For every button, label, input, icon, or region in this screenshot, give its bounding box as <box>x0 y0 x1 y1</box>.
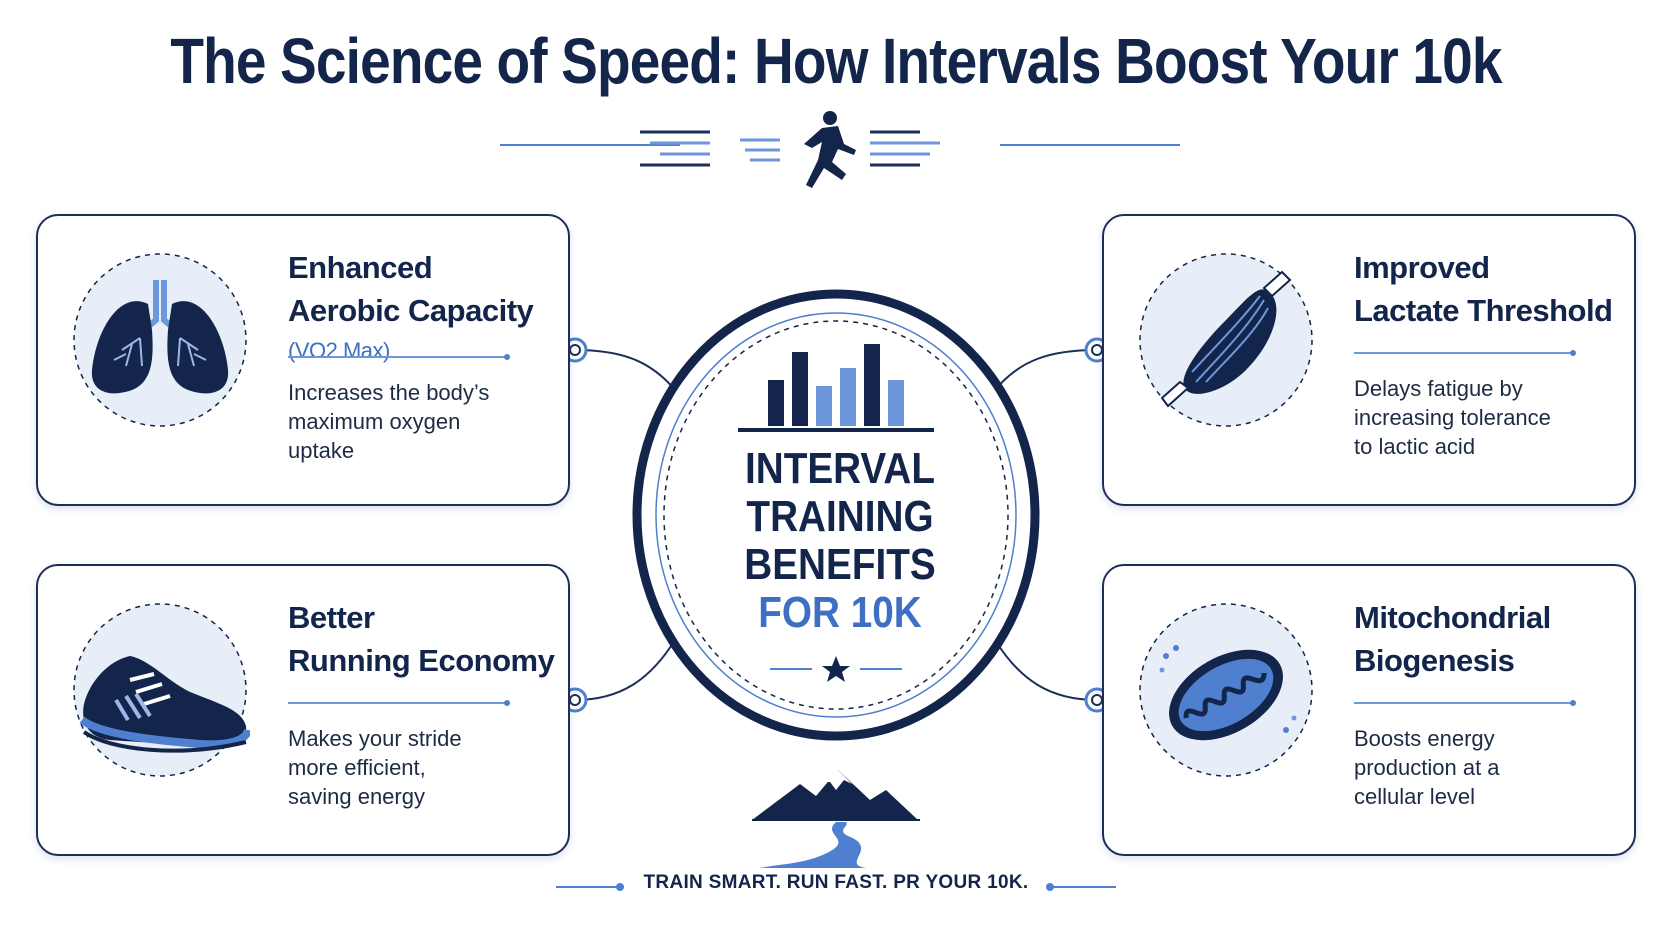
center-label-line: TRAINING <box>746 492 934 541</box>
center-label: INTERVAL TRAINING BENEFITS FOR 10K <box>708 445 972 637</box>
star-icon <box>822 656 850 682</box>
bar-chart-icon <box>738 344 934 432</box>
card-subtitle: (VO2 Max) <box>288 338 390 363</box>
footer-line-left <box>556 886 620 888</box>
muscle-icon <box>1136 250 1316 430</box>
card-description: Increases the body’s maximum oxygen upta… <box>288 378 548 465</box>
card-running-economy: Better Running Economy Makes your stride… <box>36 564 570 856</box>
footer-tagline: TRAIN SMART. RUN FAST. PR YOUR 10K. <box>643 872 1029 893</box>
card-desc-line: more efficient, <box>288 755 426 780</box>
card-description: Delays fatigue by increasing tolerance t… <box>1354 374 1614 461</box>
runner-icon <box>804 111 856 188</box>
runner-header-decoration <box>500 111 1180 188</box>
card-title: Improved Lactate Threshold <box>1354 246 1624 332</box>
footer-dot-right <box>1046 883 1054 891</box>
card-lactate-threshold: Improved Lactate Threshold Delays fatigu… <box>1102 214 1636 506</box>
center-label-line: INTERVAL <box>744 444 936 493</box>
card-desc-line: Boosts energy <box>1354 726 1495 751</box>
mountain-road-icon <box>752 770 920 868</box>
star-divider <box>770 656 902 682</box>
running-shoe-icon <box>70 600 252 780</box>
card-title-line: Running Economy <box>288 643 555 678</box>
card-divider <box>288 700 510 706</box>
card-divider <box>288 354 510 360</box>
center-label-line: BENEFITS <box>744 540 936 589</box>
card-description: Boosts energy production at a cellular l… <box>1354 724 1614 811</box>
card-title-line: Better <box>288 600 375 635</box>
card-mitochondrial-biogenesis: Mitochondrial Biogenesis Boosts energy p… <box>1102 564 1636 856</box>
card-desc-line: Delays fatigue by <box>1354 376 1523 401</box>
card-description: Makes your stride more efficient, saving… <box>288 724 548 811</box>
card-desc-line: production at a <box>1354 755 1500 780</box>
footer-line-right <box>1052 886 1116 888</box>
card-desc-line: maximum oxygen <box>288 409 461 434</box>
card-title-line: Aerobic Capacity <box>288 293 534 328</box>
card-desc-line: Increases the body’s <box>288 380 490 405</box>
card-divider <box>1354 350 1576 356</box>
card-desc-line: cellular level <box>1354 784 1476 809</box>
card-desc-line: increasing tolerance <box>1354 405 1551 430</box>
card-desc-line: Makes your stride <box>288 726 462 751</box>
card-aerobic-capacity: Enhanced Aerobic Capacity (VO2 Max) Incr… <box>36 214 570 506</box>
card-title-line: Biogenesis <box>1354 643 1515 678</box>
card-title-line: Enhanced <box>288 250 433 285</box>
card-desc-line: saving energy <box>288 784 425 809</box>
card-title-line: Mitochondrial <box>1354 600 1551 635</box>
page-title: The Science of Speed: How Intervals Boos… <box>170 25 1502 97</box>
card-desc-line: uptake <box>288 438 355 463</box>
card-title-line: Improved <box>1354 250 1490 285</box>
card-desc-line: to lactic acid <box>1354 434 1476 459</box>
footer-dot-left <box>616 883 624 891</box>
center-label-accent: FOR 10K <box>758 588 922 637</box>
card-title: Enhanced Aerobic Capacity (VO2 Max) <box>288 246 558 366</box>
card-divider <box>1354 700 1576 706</box>
card-title: Mitochondrial Biogenesis <box>1354 596 1624 682</box>
mitochondria-icon <box>1136 600 1316 780</box>
card-title-line: Lactate Threshold <box>1354 293 1613 328</box>
card-title: Better Running Economy <box>288 596 558 682</box>
center-circle <box>632 289 1040 741</box>
lungs-icon <box>70 250 250 430</box>
